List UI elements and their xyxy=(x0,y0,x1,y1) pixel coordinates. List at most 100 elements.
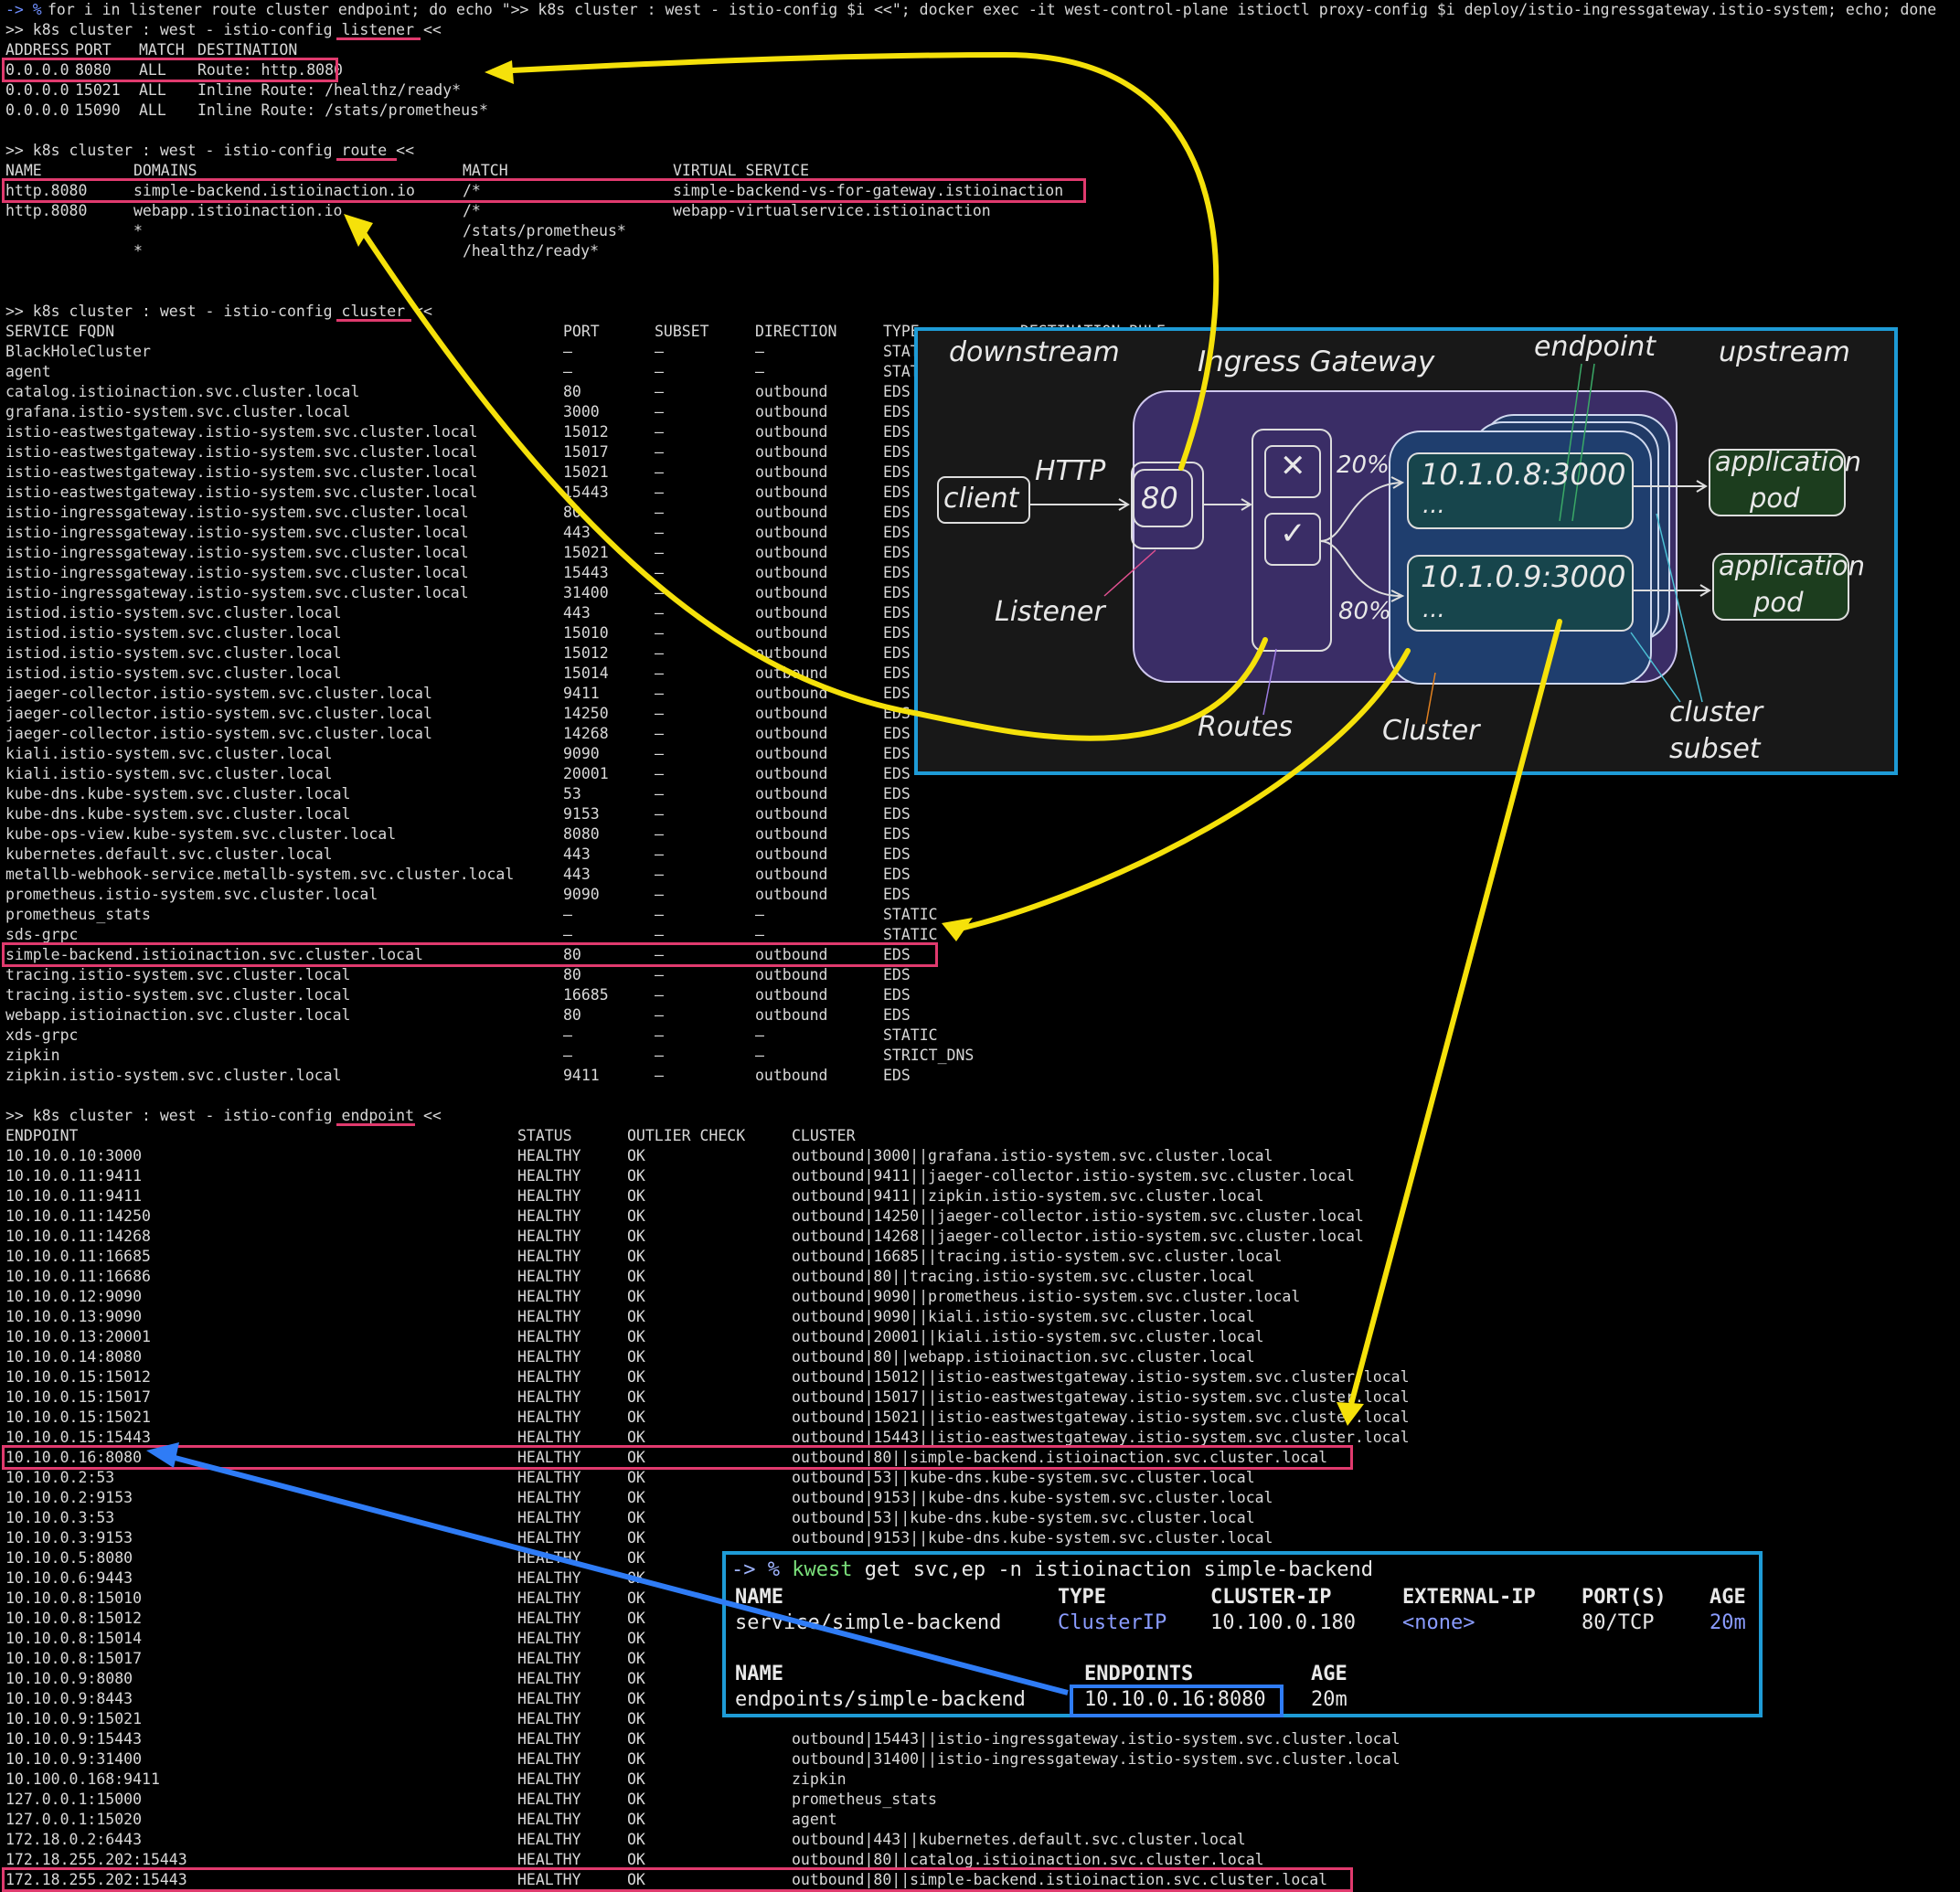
endpoint-row-cell: OK xyxy=(627,1670,645,1687)
endpoint-row-cell: HEALTHY xyxy=(517,1670,581,1687)
cluster-row-cell: – xyxy=(655,986,664,1004)
cluster-row-cell: – xyxy=(655,946,664,963)
route-header-cell: >> k8s cluster : west - istio-config rou… xyxy=(5,142,415,159)
command-line-cell: for i in listener route cluster endpoint… xyxy=(48,1,1937,18)
cluster-row-cell: 15012 xyxy=(563,644,609,662)
ep-name: endpoints/simple-backend xyxy=(735,1688,1026,1711)
cluster-row-cell: kube-dns.kube-system.svc.cluster.local xyxy=(5,785,351,803)
endpoint-row-cell: HEALTHY xyxy=(517,1228,581,1245)
endpoint-row-cell: 10.10.0.2:53 xyxy=(5,1469,115,1486)
endpoint-row-cell: 10.10.0.15:15017 xyxy=(5,1388,151,1406)
cluster-row-cell: 15021 xyxy=(563,463,609,481)
cluster-row-cell: 8080 xyxy=(563,825,600,843)
endpoint-row-cell: OK xyxy=(627,1811,645,1828)
arrow-routes-to-route xyxy=(356,222,1268,741)
cluster-row-cell: EDS xyxy=(883,443,911,461)
endpoint-row-cell: outbound|9153||kube-dns.kube-system.svc.… xyxy=(792,1489,1273,1506)
pod-1-line1: application xyxy=(1715,446,1861,477)
endpoint-row-cell: outbound|16685||tracing.istio-system.svc… xyxy=(792,1248,1283,1265)
cluster-row-cell: outbound xyxy=(755,866,828,883)
cluster-row-cell: kube-ops-view.kube-system.svc.cluster.lo… xyxy=(5,825,397,843)
endpoint-row-cell: HEALTHY xyxy=(517,1489,581,1506)
cluster-row-cell: – xyxy=(655,443,664,461)
route-highlight-box xyxy=(2,178,1086,203)
cluster-row-cell: EDS xyxy=(883,845,911,863)
endpoint-row-cell: OK xyxy=(627,1831,645,1848)
cluster-row-cell: kiali.istio-system.svc.cluster.local xyxy=(5,745,333,762)
endpoint-row-cell: 10.10.0.3:53 xyxy=(5,1509,115,1526)
cluster-row-cell: outbound xyxy=(755,845,828,863)
cluster-row-cell: outbound xyxy=(755,685,828,702)
cluster-row-cell: outbound xyxy=(755,986,828,1004)
cluster-row-cell: – xyxy=(563,1026,572,1044)
cluster-row-cell: xds-grpc xyxy=(5,1026,79,1044)
endpoint-row-cell: HEALTHY xyxy=(517,1529,581,1547)
svc-type: ClusterIP xyxy=(1058,1611,1167,1634)
cluster-row-cell: STATIC xyxy=(883,1026,938,1044)
cluster-row-cell: tracing.istio-system.svc.cluster.local xyxy=(5,986,351,1004)
endpoint-row-cell: 10.10.0.16:8080 xyxy=(5,1449,143,1466)
endpoint-row-cell: zipkin xyxy=(792,1770,847,1788)
pct-bottom: 80% xyxy=(1338,598,1391,625)
cluster-row-cell: – xyxy=(655,664,664,682)
cluster-row-cell: istio-eastwestgateway.istio-system.svc.c… xyxy=(5,443,478,461)
svc-col-age: AGE xyxy=(1710,1586,1746,1609)
endpoint-row-cell: OK xyxy=(627,1770,645,1788)
cluster-row-cell: EDS xyxy=(883,664,911,682)
endpoint-row-cell: 10.10.0.9:8443 xyxy=(5,1690,133,1707)
endpoint-row-cell: outbound|443||kubernetes.default.svc.clu… xyxy=(792,1831,1246,1848)
endpoint-row-cell: 10.10.0.15:15021 xyxy=(5,1408,151,1426)
cluster-row-cell: EDS xyxy=(883,1067,911,1084)
route-row-cell: webapp-virtualservice.istioinaction xyxy=(673,202,991,219)
listener-columns-cell: PORT xyxy=(75,41,112,58)
cluster-row-cell: – xyxy=(655,966,664,983)
endpoint-row-cell: OK xyxy=(627,1449,645,1466)
route-row-cell: /healthz/ready* xyxy=(463,242,600,260)
cluster-subset-line1: cluster xyxy=(1669,696,1763,728)
cluster-row-cell: – xyxy=(655,1047,664,1064)
endpoint-row-cell: 127.0.0.1:15000 xyxy=(5,1791,143,1808)
cluster-row-cell: outbound xyxy=(755,544,828,561)
cluster-row-cell: prometheus_stats xyxy=(5,906,151,923)
cluster-row-cell: 15012 xyxy=(563,423,609,441)
ellipsis-1: ... xyxy=(1422,492,1445,519)
endpoint-row-cell: OK xyxy=(627,1429,645,1446)
endpoint-highlight-box xyxy=(1070,1685,1284,1717)
cluster-row-cell: EDS xyxy=(883,946,911,963)
cluster-row-cell: kube-dns.kube-system.svc.cluster.local xyxy=(5,805,351,823)
cluster-row-cell: – xyxy=(655,825,664,843)
endpoint-row-cell: outbound|53||kube-dns.kube-system.svc.cl… xyxy=(792,1509,1255,1526)
endpoint-columns-cell: ENDPOINT xyxy=(5,1127,79,1144)
endpoint-row-cell: OK xyxy=(627,1268,645,1285)
endpoint-row-cell: HEALTHY xyxy=(517,1811,581,1828)
cluster-row-cell: istio-eastwestgateway.istio-system.svc.c… xyxy=(5,463,478,481)
endpoint-row-cell: HEALTHY xyxy=(517,1630,581,1647)
cluster-row-cell: EDS xyxy=(883,584,911,601)
cluster-row-cell: – xyxy=(655,1067,664,1084)
cluster-row-cell: BlackHoleCluster xyxy=(5,343,151,360)
route-columns-cell: DOMAINS xyxy=(133,162,197,179)
cluster-row-cell: – xyxy=(655,604,664,622)
endpoint-columns-cell: CLUSTER xyxy=(792,1127,856,1144)
cluster-columns-cell: PORT xyxy=(563,323,600,340)
cluster-row-cell: outbound xyxy=(755,1006,828,1024)
cluster-row-cell: outbound xyxy=(755,705,828,722)
cluster-row-cell: 15443 xyxy=(563,564,609,581)
cluster-columns-cell: SERVICE FQDN xyxy=(5,323,115,340)
endpoint-row-cell: OK xyxy=(627,1650,645,1667)
cluster-row-cell: istio-ingressgateway.istio-system.svc.cl… xyxy=(5,564,469,581)
cluster-row-cell: jaeger-collector.istio-system.svc.cluste… xyxy=(5,725,432,742)
endpoint-row-cell: 172.18.0.2:6443 xyxy=(5,1831,143,1848)
kubectl-prompt: -> % xyxy=(731,1558,780,1581)
cluster-row-cell: outbound xyxy=(755,403,828,420)
cluster-row-cell: EDS xyxy=(883,886,911,903)
cluster-row-cell: istio-eastwestgateway.istio-system.svc.c… xyxy=(5,484,478,501)
endpoint-row-cell: 10.10.0.9:8080 xyxy=(5,1670,133,1687)
ep-col-name: NAME xyxy=(735,1663,783,1685)
cluster-row-cell: EDS xyxy=(883,504,911,521)
arrow-kubectl-to-endpoint xyxy=(164,1452,1069,1695)
svc-col-type: TYPE xyxy=(1058,1586,1106,1609)
cluster-row-cell: – xyxy=(655,564,664,581)
downstream-label: downstream xyxy=(949,336,1120,368)
endpoint-row-cell: HEALTHY xyxy=(517,1831,581,1848)
